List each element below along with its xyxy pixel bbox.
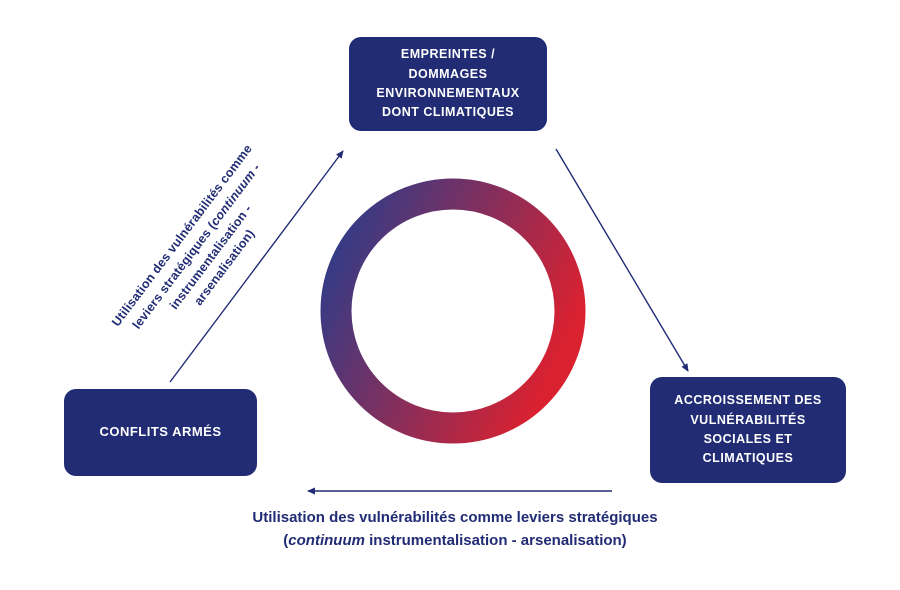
label-edge-vulnerabilities-to-conflicts: Utilisation des vulnérabilités comme lev… [130, 507, 780, 552]
arrow-environment-to-vulnerabilities [555, 148, 689, 372]
bottom-label-line2-prefix: ( [283, 531, 289, 549]
node-social-climate-vulnerabilities: ACCROISSEMENT DES VULNÉRABILITÉS SOCIALE… [650, 377, 846, 483]
bottom-label-line2: (continuum instrumentalisation - arsenal… [130, 530, 780, 553]
node-social-climate-vulnerabilities-label: ACCROISSEMENT DES VULNÉRABILITÉS SOCIALE… [674, 393, 822, 466]
cycle-ring [320, 178, 586, 444]
arrow-conflicts-to-environment [169, 150, 344, 383]
node-environmental-damage-label: EMPREINTES / DOMMAGES ENVIRONNEMENTAUX D… [376, 47, 520, 120]
continuum-italic-bottom: continuum [288, 531, 365, 549]
node-environmental-damage: EMPREINTES / DOMMAGES ENVIRONNEMENTAUX D… [349, 37, 547, 131]
node-armed-conflicts-label: CONFLITS ARMÉS [99, 424, 222, 440]
bottom-label-line2-suffix: instrumentalisation - arsenalisation) [364, 531, 627, 549]
node-armed-conflicts: CONFLITS ARMÉS [64, 389, 257, 476]
bottom-label-line1: Utilisation des vulnérabilités comme lev… [252, 509, 658, 526]
